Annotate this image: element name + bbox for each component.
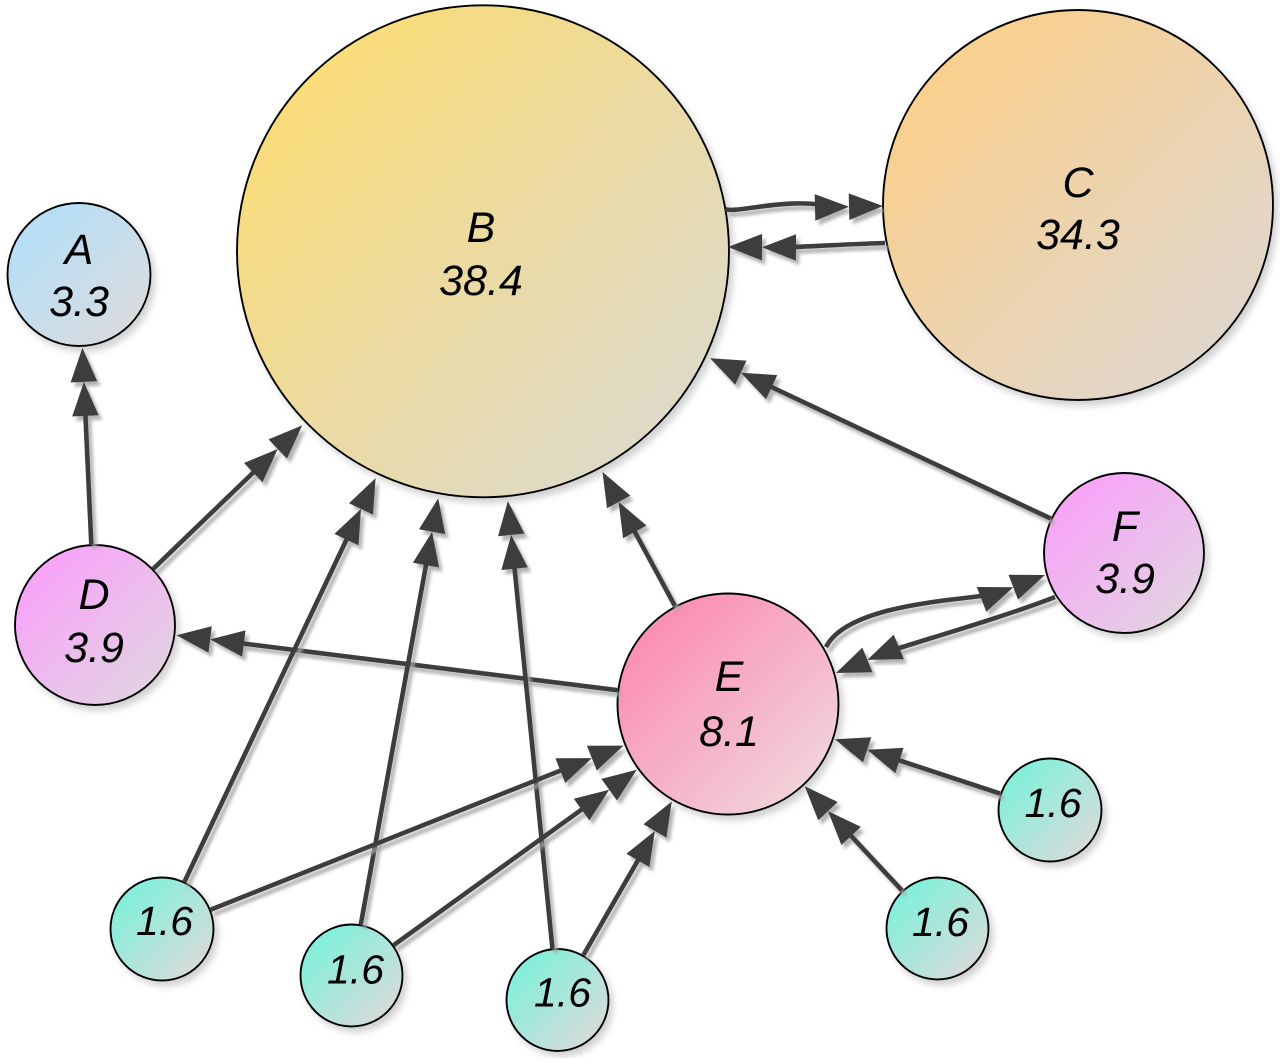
- svg-text:B: B: [467, 204, 496, 252]
- svg-text:3.9: 3.9: [1095, 555, 1155, 603]
- svg-text:34.3: 34.3: [1036, 211, 1120, 259]
- svg-text:A: A: [62, 226, 94, 274]
- svg-text:38.4: 38.4: [439, 257, 523, 305]
- svg-text:1.6: 1.6: [136, 898, 193, 944]
- svg-text:3.9: 3.9: [64, 624, 124, 672]
- svg-text:3.3: 3.3: [49, 278, 109, 326]
- svg-text:1.6: 1.6: [534, 970, 591, 1016]
- svg-text:1.6: 1.6: [327, 947, 384, 993]
- svg-text:1.6: 1.6: [912, 899, 969, 945]
- svg-text:E: E: [715, 653, 745, 701]
- svg-text:1.6: 1.6: [1025, 780, 1082, 826]
- svg-text:8.1: 8.1: [699, 708, 759, 756]
- svg-text:F: F: [1112, 503, 1141, 551]
- svg-text:C: C: [1062, 159, 1094, 207]
- svg-text:D: D: [78, 571, 109, 619]
